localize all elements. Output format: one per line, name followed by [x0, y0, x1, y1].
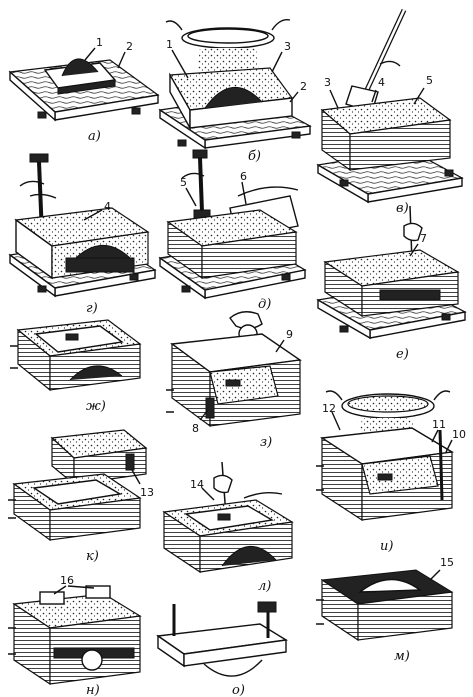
panel-a-leader-2: 2 [126, 40, 133, 53]
panel-g: 4 г) [8, 153, 157, 316]
panel-z: 9 8 з) [166, 311, 302, 450]
panel-m-leader-15: 15 [440, 556, 454, 569]
panel-z-leader-9: 9 [286, 328, 293, 341]
panel-z-caption: з) [260, 435, 272, 450]
panel-e-leader-7: 7 [420, 232, 427, 245]
panel-b: 1 3 2 б) [158, 19, 312, 164]
panel-i: 12 11 10 и) [316, 390, 466, 554]
panel-d-caption: д) [258, 297, 271, 312]
panel-k: 13 к) [8, 429, 154, 564]
panel-d: 5 6 д) [158, 149, 307, 312]
panel-n-leader-16: 16 [60, 574, 74, 587]
panel-e-caption: е) [396, 347, 409, 362]
panel-m-caption: м) [394, 649, 410, 664]
panel-i-leader-10: 10 [452, 428, 466, 441]
panel-l-caption: л) [258, 579, 271, 594]
panel-k-leader-13: 13 [140, 486, 154, 499]
panel-z-leader-8: 8 [192, 422, 199, 435]
panel-b-caption: б) [248, 149, 261, 164]
panel-b-leader-3: 3 [284, 40, 291, 53]
panel-e: 7 е) [316, 205, 467, 362]
panel-v-leader-4: 4 [378, 76, 385, 89]
panel-a: 1 2 а) [8, 36, 160, 144]
panel-d-leader-6: 6 [240, 170, 247, 183]
panel-v-leader-3: 3 [324, 76, 331, 89]
panel-b-leader-2: 2 [300, 80, 307, 93]
panel-a-caption: а) [88, 129, 101, 144]
panel-l: 14 л) [162, 461, 294, 594]
panel-l-leader-14: 14 [190, 478, 204, 491]
panel-zh-caption: ж) [86, 399, 106, 414]
panel-o-caption: о) [232, 683, 245, 697]
panel-i-leader-12: 12 [322, 402, 336, 415]
panel-n-caption: н) [86, 683, 100, 697]
panel-m: 15 м) [316, 556, 454, 664]
panel-g-caption: г) [86, 301, 98, 316]
panel-a-leader-1: 1 [96, 36, 103, 49]
panel-i-leader-11: 11 [432, 418, 446, 431]
panel-v-caption: в) [396, 201, 409, 216]
panel-g-leader-4: 4 [104, 200, 111, 213]
panel-k-caption: к) [86, 549, 99, 564]
panel-zh: ж) [10, 319, 142, 414]
panel-b-leader-1: 1 [166, 38, 173, 51]
panel-v-leader-5: 5 [426, 74, 433, 87]
panel-i-caption: и) [380, 539, 393, 554]
panel-n: 16 н) [8, 574, 142, 697]
panel-d-leader-5: 5 [180, 176, 187, 189]
panel-v: 3 4 5 в) [316, 8, 464, 216]
panel-o: о) [156, 601, 289, 697]
